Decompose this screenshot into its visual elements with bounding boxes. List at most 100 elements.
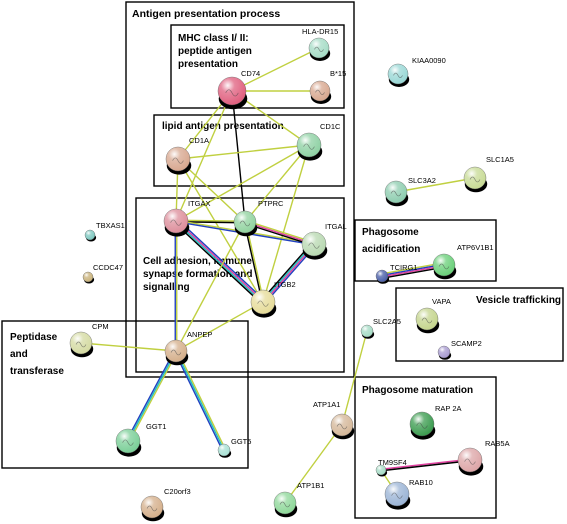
- node-highlight: [297, 133, 321, 157]
- node-RAB10[interactable]: RAB10: [384, 478, 433, 510]
- protein-structure-icon: [146, 505, 158, 512]
- node-label: ITGB2: [274, 280, 296, 289]
- node-CD74[interactable]: CD74: [217, 69, 260, 110]
- edge-ATP1A1-ATP1B1: [284, 424, 343, 504]
- group-label-line: synapse formation and: [143, 269, 252, 280]
- node-highlight: [310, 81, 330, 101]
- node-highlight: [274, 492, 296, 514]
- edge-CPM-ANPEP: [80, 342, 177, 352]
- protein-structure-icon: [303, 143, 315, 150]
- node-label: RAB10: [409, 478, 433, 487]
- protein-structure-icon: [391, 492, 403, 499]
- node-label: VAPA: [432, 297, 451, 306]
- edge-CD74-PTPRC: [231, 90, 246, 223]
- node-highlight: [309, 38, 329, 58]
- node-ATP1A1[interactable]: ATP1A1: [313, 400, 355, 440]
- node-ATP1B1[interactable]: ATP1B1: [273, 481, 324, 518]
- protein-structure-icon: [315, 89, 325, 95]
- node-CPM[interactable]: CPM: [69, 322, 109, 358]
- node-label: ITGAL: [325, 222, 347, 231]
- node-B15[interactable]: B*15: [309, 69, 346, 104]
- node-ITGAL[interactable]: ITGAL: [301, 222, 347, 260]
- edge-PTPRC-ANPEP: [175, 221, 246, 352]
- node-VAPA[interactable]: VAPA: [415, 297, 451, 334]
- node-ITGAX[interactable]: ITGAX: [163, 199, 211, 237]
- edge-line: [173, 222, 262, 305]
- node-KIAA0090[interactable]: KIAA0090: [387, 56, 446, 87]
- group-label-line: and: [10, 349, 28, 360]
- protein-structure-icon: [172, 157, 184, 164]
- node-SLC2A5[interactable]: SLC2A5: [360, 317, 401, 339]
- node-highlight: [218, 77, 246, 105]
- edge-ANPEP-GGT1: [126, 349, 178, 443]
- node-label: KIAA0090: [412, 56, 446, 65]
- node-CD1A[interactable]: CD1A: [165, 136, 209, 175]
- group-label-line: signalling: [143, 282, 190, 293]
- edge-SLC2A5-ATP1A1: [341, 330, 368, 426]
- group-box-peptidase: [1, 320, 249, 469]
- node-label: CD1C: [320, 122, 341, 131]
- node-highlight: [165, 340, 187, 362]
- edge-line: [176, 219, 264, 302]
- node-SCAMP2[interactable]: SCAMP2: [437, 339, 482, 360]
- group-maturation: Phagosome maturation: [354, 376, 497, 519]
- group-box-vesicle: [395, 287, 564, 362]
- node-RAP2A[interactable]: RAP 2A: [409, 404, 462, 440]
- node-TCIRG1[interactable]: TCIRG1: [375, 263, 418, 284]
- node-label: CCDC47: [93, 263, 123, 272]
- node-label: TM9SF4: [378, 458, 407, 467]
- node-GGT1[interactable]: GGT1: [115, 422, 166, 457]
- node-label: SCAMP2: [451, 339, 482, 348]
- group-label-line: Vesicle trafficking: [476, 295, 561, 306]
- edge-line: [177, 144, 310, 160]
- group-label-line: peptide antigen: [178, 46, 252, 57]
- protein-structure-icon: [170, 349, 182, 356]
- edge-CD1C-ITGAX: [175, 144, 310, 222]
- group-label-antigen: Antigen presentation process: [132, 8, 280, 20]
- protein-structure-icon: [469, 176, 481, 183]
- protein-structure-icon: [279, 501, 291, 508]
- node-TBXAS1[interactable]: TBXAS1: [84, 221, 125, 242]
- node-highlight: [234, 211, 256, 233]
- node-C20orf3[interactable]: C20orf3: [140, 487, 191, 522]
- node-SLC3A2[interactable]: SLC3A2: [384, 176, 436, 207]
- node-highlight: [433, 254, 455, 276]
- node-ANPEP[interactable]: ANPEP: [164, 330, 212, 366]
- group-box-mhc: [170, 24, 345, 109]
- group-box-antigen: [125, 1, 355, 378]
- edge-line: [262, 144, 310, 303]
- group-label-line: MHC class I/ II:: [178, 33, 249, 44]
- group-box-acid: [354, 219, 497, 282]
- node-highlight: [251, 290, 275, 314]
- node-label: CD1A: [189, 136, 209, 145]
- node-HLA-DR15[interactable]: HLA-DR15: [302, 27, 338, 61]
- node-label: GGT1: [146, 422, 166, 431]
- node-ITGB2[interactable]: ITGB2: [250, 280, 296, 318]
- node-CCDC47[interactable]: CCDC47: [82, 263, 123, 284]
- node-SLC1A5[interactable]: SLC1A5: [463, 155, 514, 193]
- edge-line: [244, 144, 310, 223]
- edge-ITGAX-ANPEP: [174, 221, 178, 351]
- node-CD1C[interactable]: CD1C: [296, 122, 341, 161]
- edge-line: [175, 221, 246, 352]
- node-label: CD74: [241, 69, 260, 78]
- group-box-adhesion: [135, 197, 345, 373]
- group-box-lipid: [153, 114, 345, 187]
- node-ATP6V1B1[interactable]: ATP6V1B1: [432, 243, 494, 280]
- node-highlight: [70, 332, 92, 354]
- node-PTPRC[interactable]: PTPRC: [233, 199, 284, 237]
- group-label-lipid: lipid antigen presentation: [162, 121, 284, 132]
- node-TM9SF4[interactable]: TM9SF4: [375, 458, 407, 477]
- node-GGT5[interactable]: GGT5: [217, 437, 251, 458]
- protein-structure-icon: [438, 263, 450, 270]
- group-label-line: lipid antigen presentation: [162, 121, 284, 132]
- node-highlight: [218, 444, 230, 456]
- edge-SLC3A2-SLC1A5: [395, 177, 476, 193]
- edge-line: [341, 330, 368, 426]
- node-RAB5A[interactable]: RAB5A: [457, 439, 510, 476]
- group-label-vesicle: Vesicle trafficking: [476, 295, 561, 306]
- protein-structure-icon: [336, 423, 348, 430]
